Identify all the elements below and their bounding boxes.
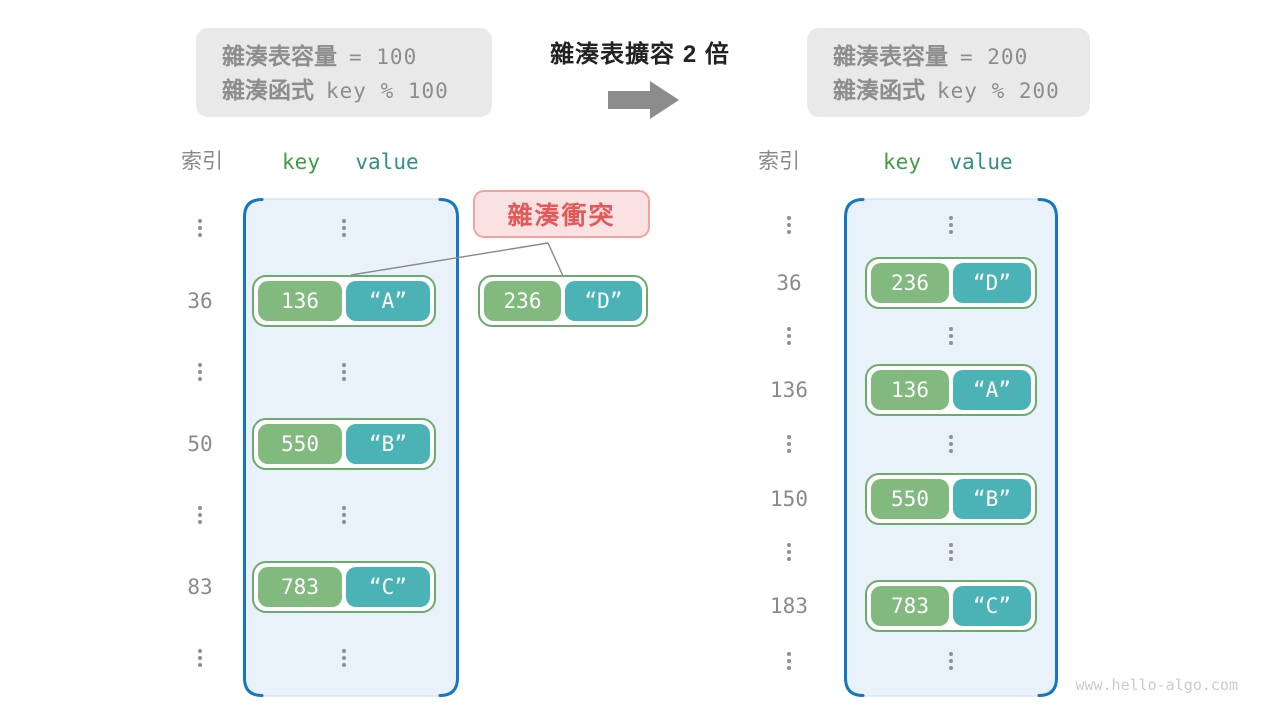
right-table-left-bracket <box>844 198 865 697</box>
vertical-ellipsis-icon <box>198 363 202 381</box>
left-key-header: key <box>282 150 320 174</box>
index-label: 150 <box>770 487 808 511</box>
capacity-box-before: 雜湊表容量 = 100 雜湊函式 key % 100 <box>196 28 492 117</box>
left-table-left-bracket <box>243 198 264 697</box>
bucket-pair: 136 “A” <box>865 364 1037 416</box>
index-label: 83 <box>187 575 213 599</box>
right-table-right-bracket <box>1037 198 1058 697</box>
vertical-ellipsis-icon <box>787 543 791 561</box>
vertical-ellipsis-icon <box>949 652 953 670</box>
diagram-title: 雜湊表擴容 2 倍 <box>550 41 730 68</box>
bucket-pair: 236 “D” <box>865 257 1037 309</box>
vertical-ellipsis-icon <box>342 219 346 237</box>
vertical-ellipsis-icon <box>787 216 791 234</box>
index-label: 36 <box>187 289 213 313</box>
bucket-pair: 550 “B” <box>252 418 436 470</box>
hash-function-label: 雜湊函式 <box>222 77 314 103</box>
vertical-ellipsis-icon <box>342 506 346 524</box>
left-index-header: 索引 <box>181 150 223 173</box>
bucket-pair: 783 “C” <box>252 561 436 613</box>
vertical-ellipsis-icon <box>198 506 202 524</box>
value-pill: “B” <box>953 479 1031 519</box>
capacity-label: 雜湊表容量 <box>833 43 948 69</box>
key-pill: 236 <box>484 281 561 321</box>
hash-function-line: 雜湊函式 key % 200 <box>833 75 1090 109</box>
index-label: 50 <box>187 432 213 456</box>
vertical-ellipsis-icon <box>787 327 791 345</box>
right-index-header: 索引 <box>758 150 800 173</box>
capacity-value: = 100 <box>349 45 418 69</box>
vertical-ellipsis-icon <box>198 649 202 667</box>
key-pill: 236 <box>871 263 949 303</box>
index-label: 183 <box>770 594 808 618</box>
capacity-line: 雜湊表容量 = 200 <box>833 41 1090 75</box>
collision-connector-left <box>350 242 549 276</box>
colliding-pair: 236 “D” <box>478 275 648 327</box>
hash-collision-callout: 雜湊衝突 <box>473 190 650 238</box>
bucket-pair: 783 “C” <box>865 580 1037 632</box>
vertical-ellipsis-icon <box>342 363 346 381</box>
right-key-header: key <box>883 150 921 174</box>
vertical-ellipsis-icon <box>787 652 791 670</box>
value-pill: “D” <box>565 281 642 321</box>
capacity-value: = 200 <box>960 45 1029 69</box>
value-pill: “C” <box>346 567 430 607</box>
key-pill: 136 <box>258 281 342 321</box>
value-pill: “B” <box>346 424 430 464</box>
key-pill: 783 <box>871 586 949 626</box>
capacity-line: 雜湊表容量 = 100 <box>222 41 492 75</box>
vertical-ellipsis-icon <box>949 216 953 234</box>
key-pill: 136 <box>871 370 949 410</box>
value-pill: “D” <box>953 263 1031 303</box>
capacity-box-after: 雜湊表容量 = 200 雜湊函式 key % 200 <box>807 28 1090 117</box>
value-pill: “A” <box>953 370 1031 410</box>
left-table-right-bracket <box>438 198 459 697</box>
vertical-ellipsis-icon <box>949 435 953 453</box>
index-label: 36 <box>776 271 802 295</box>
key-pill: 550 <box>258 424 342 464</box>
hash-function-value: key % 200 <box>937 79 1060 103</box>
right-arrow-icon <box>608 81 679 119</box>
key-pill: 550 <box>871 479 949 519</box>
capacity-label: 雜湊表容量 <box>222 43 337 69</box>
bucket-pair: 550 “B” <box>865 473 1037 525</box>
vertical-ellipsis-icon <box>787 435 791 453</box>
hash-function-value: key % 100 <box>326 79 449 103</box>
left-value-header: value <box>355 150 419 174</box>
hash-function-label: 雜湊函式 <box>833 77 925 103</box>
bucket-pair: 136 “A” <box>252 275 436 327</box>
vertical-ellipsis-icon <box>198 219 202 237</box>
right-value-header: value <box>949 150 1013 174</box>
vertical-ellipsis-icon <box>949 543 953 561</box>
value-pill: “A” <box>346 281 430 321</box>
vertical-ellipsis-icon <box>342 649 346 667</box>
collision-connector-right <box>547 242 564 277</box>
key-pill: 783 <box>258 567 342 607</box>
vertical-ellipsis-icon <box>949 327 953 345</box>
index-label: 136 <box>770 378 808 402</box>
value-pill: “C” <box>953 586 1031 626</box>
watermark: www.hello-algo.com <box>1075 676 1238 694</box>
hash-function-line: 雜湊函式 key % 100 <box>222 75 492 109</box>
